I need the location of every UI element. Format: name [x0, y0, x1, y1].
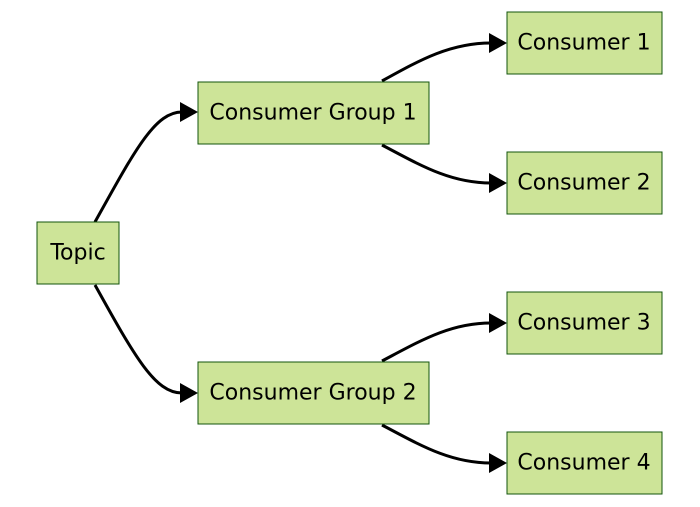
node-topic: Topic: [36, 221, 120, 285]
edge-group-1-to-consumer-2: [381, 143, 507, 193]
edge-topic-to-group-2: [93, 284, 198, 403]
edges: [93, 33, 507, 473]
edge-group-2-to-consumer-3: [381, 313, 507, 363]
node-label: Consumer Group 1: [209, 101, 416, 126]
node-label: Consumer 3: [517, 311, 650, 336]
node-consumer-4: Consumer 4: [506, 431, 663, 495]
node-label: Consumer 1: [517, 31, 650, 56]
node-label: Consumer 2: [517, 171, 650, 196]
arrowhead-icon: [489, 173, 507, 193]
arrowhead-icon: [489, 33, 507, 53]
node-consumer-3: Consumer 3: [506, 291, 663, 355]
edge-topic-to-group-1: [93, 102, 198, 223]
node-consumer-1: Consumer 1: [506, 11, 663, 75]
node-consumer-2: Consumer 2: [506, 151, 663, 215]
edge-group-2-to-consumer-4: [381, 423, 507, 473]
node-consumer-group-1: Consumer Group 1: [197, 81, 430, 145]
node-label: Consumer 4: [517, 451, 650, 476]
node-label: Topic: [49, 241, 105, 266]
arrowhead-icon: [489, 453, 507, 473]
edge-group-1-to-consumer-1: [381, 33, 507, 83]
arrowhead-icon: [489, 313, 507, 333]
arrowhead-icon: [180, 383, 198, 403]
node-consumer-group-2: Consumer Group 2: [197, 361, 430, 425]
arrowhead-icon: [180, 102, 198, 122]
node-label: Consumer Group 2: [209, 381, 416, 406]
